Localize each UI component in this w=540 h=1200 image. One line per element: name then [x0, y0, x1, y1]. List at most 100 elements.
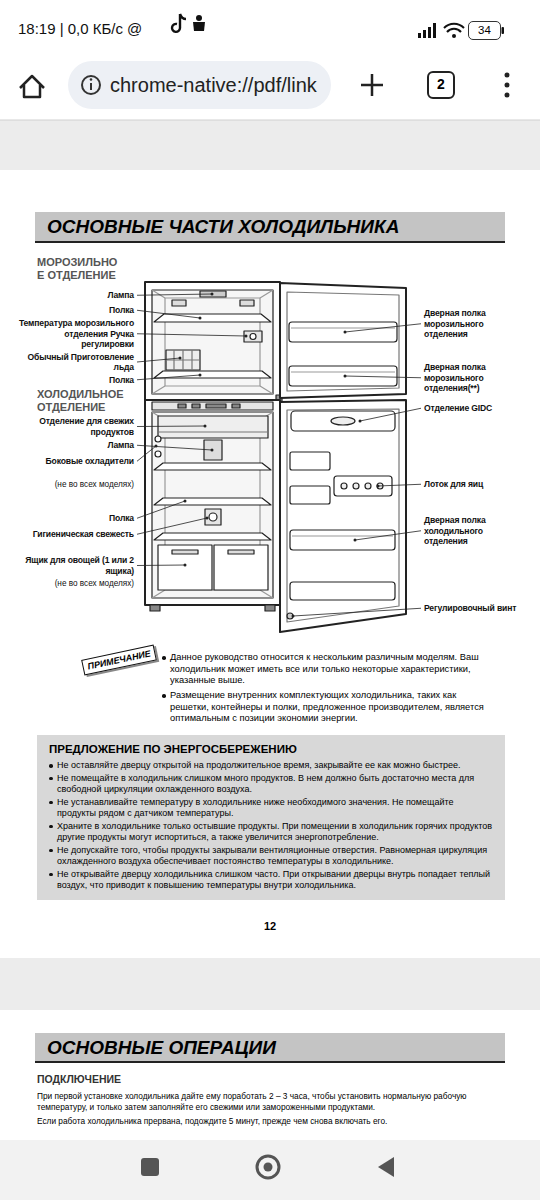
screen-chrome [0, 170, 540, 958]
leader-dot [199, 374, 202, 377]
leader-dot [359, 420, 362, 423]
refrigerator-illustration [172, 300, 186, 306]
navigation-bar [378, 1157, 394, 1177]
part-label: Дверная полка морозильного отделения(**) [424, 362, 522, 394]
refrigerator-illustration [228, 550, 254, 554]
refrigerator-illustration [158, 416, 268, 438]
leader-dot [354, 539, 357, 542]
refrigerator-illustration [265, 605, 275, 611]
model-note: (не во всех моделях) [18, 480, 134, 490]
leader-dot [204, 425, 207, 428]
part-label: Гигиеническая свежесть [18, 529, 134, 540]
refrigerator-illustration [289, 366, 397, 386]
refrigerator-illustration [353, 483, 359, 489]
part-label: Полка [18, 305, 134, 316]
status-icons [444, 24, 464, 32]
leader-dot [184, 564, 187, 567]
part-label: Боковые охладители [18, 456, 134, 467]
leader-dot [344, 375, 347, 378]
refrigerator-illustration [158, 431, 268, 432]
part-label: Дверная полка морозильного отделения [424, 308, 522, 340]
tip-bullet: Не устанавливайте температуру в холодиль… [49, 797, 493, 820]
leader-dot [155, 445, 158, 448]
part-label: Температура морозильного отделения Ручка… [18, 318, 134, 350]
browser-icons [505, 83, 510, 88]
part-label: Лоток для яиц [424, 479, 522, 490]
node-text: ОСНОВНЫЕ ОПЕРАЦИИ [47, 1033, 505, 1063]
address-bar: chrome-native://pdf/link [68, 61, 331, 109]
refrigerator-illustration [287, 409, 399, 622]
refrigerator-illustration [240, 300, 254, 306]
part-label: Дверная полка холодильного отделения [424, 515, 522, 547]
leader-line [137, 334, 246, 336]
refrigerator-illustration [154, 533, 271, 540]
section-title: ОСНОВНЫЕ ЧАСТИ ХОЛОДИЛЬНИКА [47, 212, 399, 242]
leader-dot [377, 485, 380, 488]
status-icons [428, 27, 431, 38]
refrigerator-illustration [192, 404, 200, 408]
screen-chrome [0, 0, 540, 120]
status-icons [423, 30, 426, 38]
navigation-bar [141, 1158, 159, 1176]
status-icons [418, 33, 421, 38]
node-text: 2 [429, 73, 453, 96]
note-stamp: ПРИМЕЧАНИЕ [81, 644, 157, 675]
navigation-bar [141, 1156, 394, 1178]
screen-chrome [0, 120, 540, 121]
refrigerator-illustration [205, 509, 221, 525]
navigation-bar [264, 1163, 273, 1172]
node-text: 34 [469, 22, 500, 38]
refrigerator-illustration [290, 582, 395, 600]
tip-bullet: Не оставляйте дверцу открытой на продолж… [49, 760, 493, 772]
part-label: Регулировочный винт [424, 603, 522, 614]
status-time: 18:19 | 0,0 КБ/с [18, 20, 123, 38]
leader-dot [206, 517, 209, 520]
status-icons [172, 14, 186, 32]
refrigerator-illustration [331, 417, 355, 425]
refrigerator-illustration [244, 331, 262, 342]
navigation-bar [257, 1156, 279, 1178]
leader-dot [344, 331, 347, 334]
info-icon [82, 76, 100, 94]
refrigerator-illustration [290, 530, 395, 550]
section-label: МОРОЗИЛЬНО Е ОТДЕЛЕНИЕ [37, 256, 125, 282]
part-label: Полка [18, 513, 134, 524]
leader-dot [211, 449, 214, 452]
refrigerator-illustration [232, 404, 240, 408]
node-text: ПРИМЕЧАНИЕ [86, 647, 151, 672]
refrigerator-illustration [209, 513, 217, 521]
heading-band [35, 212, 505, 242]
note-bullet: Размещение внутренних комплектующих холо… [162, 690, 488, 725]
battery-indicator: 34 [468, 21, 501, 40]
heading-band [35, 212, 505, 242]
refrigerator-illustration [154, 463, 271, 470]
paragraph: Если работа холодильника прервана, подож… [37, 1116, 505, 1127]
refrigerator-illustration [155, 451, 161, 457]
refrigerator-illustration [290, 486, 330, 504]
refrigerator-illustration [365, 483, 371, 489]
browser-icons [505, 93, 510, 98]
tip-bullet: Храните в холодильнике только остывшие п… [49, 821, 493, 844]
refrigerator-illustration [250, 334, 256, 340]
part-label: Ящик для овощей (1 или 2 ящика) [18, 555, 134, 576]
leader-line [137, 518, 207, 534]
refrigerator-illustration [280, 283, 406, 398]
tab-counter: 2 [427, 71, 455, 99]
leader-line [137, 358, 180, 362]
leader-dot [245, 335, 248, 338]
status-icons [196, 15, 202, 21]
refrigerator-illustration [214, 545, 268, 590]
browser-icons [361, 74, 383, 96]
refrigerator-illustration [152, 412, 273, 598]
screen-chrome [0, 1010, 540, 1145]
refrigerator-illustration [154, 498, 271, 505]
tip-bullet: Не помещайте в холодильник слишком много… [49, 773, 493, 796]
leader-line [137, 294, 212, 295]
screen-chrome [0, 1140, 540, 1200]
model-note: (не во всех моделях) [18, 579, 134, 589]
leader-line [360, 408, 421, 421]
paragraph: При первой установке холодильника дайте … [37, 1091, 505, 1113]
